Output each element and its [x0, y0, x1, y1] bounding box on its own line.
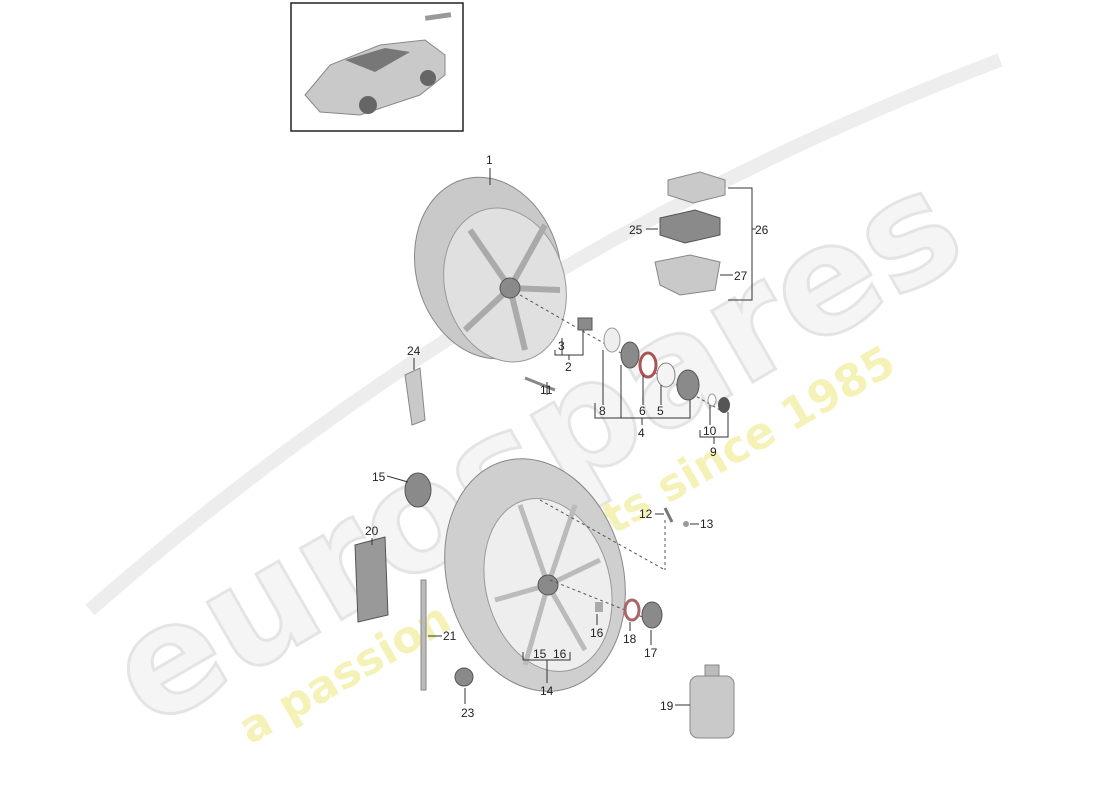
- washer-part-13: [683, 521, 689, 527]
- callout-3: 3: [558, 339, 565, 353]
- callout-19: 19: [660, 699, 674, 713]
- wrench-part: [524, 376, 556, 392]
- callout-10: 10: [703, 424, 717, 438]
- callout-14: 14: [540, 684, 554, 698]
- callout-15: 15: [372, 470, 386, 484]
- box-part-25: [659, 209, 721, 244]
- callout-20: 20: [365, 524, 379, 538]
- callout-27: 27: [734, 269, 748, 283]
- center-lock-nut-part: [676, 369, 700, 401]
- o-ring-part: [638, 351, 658, 379]
- callout-17: 17: [644, 646, 658, 660]
- seal-ring-part: [620, 341, 640, 369]
- car-icon: [304, 39, 446, 116]
- callout-9: 9: [710, 445, 717, 459]
- callout-23: 23: [461, 706, 475, 720]
- ring-part-18: [623, 598, 641, 622]
- bracket-part-27: [654, 254, 721, 296]
- callout-1: 1: [486, 153, 493, 167]
- callout-12: 12: [639, 507, 653, 521]
- bracket-part-24: [404, 367, 426, 426]
- callout-4: 4: [638, 426, 645, 440]
- callout-labels: 1 3 2 8 6 5 4 10 9 11 24 25 26 27 15 12 …: [365, 153, 769, 720]
- callout-5: 5: [657, 404, 664, 418]
- complete-wheel[interactable]: [419, 438, 650, 712]
- callout-25: 25: [629, 223, 643, 237]
- cap-part: [718, 397, 730, 413]
- valve-part-23: [454, 667, 474, 687]
- panel-part-20: [354, 536, 389, 623]
- callout-16: 16: [590, 626, 604, 640]
- box-part: [667, 171, 726, 204]
- small-seal-part: [707, 393, 717, 407]
- callout-21: 21: [443, 629, 457, 643]
- cover-part: [603, 327, 621, 353]
- callout-2: 2: [565, 360, 572, 374]
- callout-24: 24: [407, 344, 421, 358]
- leader-lines: [371, 168, 756, 706]
- callout-16-group: 16: [553, 647, 567, 661]
- vehicle-thumbnail[interactable]: [290, 2, 464, 132]
- callout-11: 11: [540, 383, 553, 397]
- callout-18: 18: [623, 632, 637, 646]
- valve-part-16: [595, 602, 603, 612]
- bolt-part-12: [663, 507, 674, 523]
- wheel-rim[interactable]: [395, 160, 584, 375]
- sealant-bottle-part: [689, 664, 735, 739]
- valve-part: [577, 317, 593, 331]
- callout-15-group: 15: [533, 647, 547, 661]
- callout-26: 26: [755, 223, 769, 237]
- strip-part-21: [420, 579, 427, 691]
- callout-13: 13: [700, 517, 714, 531]
- nut-part-17: [641, 601, 663, 629]
- callout-8: 8: [599, 404, 606, 418]
- gasket-part: [656, 362, 676, 388]
- spacer-part-15: [404, 472, 432, 508]
- callout-6: 6: [639, 404, 646, 418]
